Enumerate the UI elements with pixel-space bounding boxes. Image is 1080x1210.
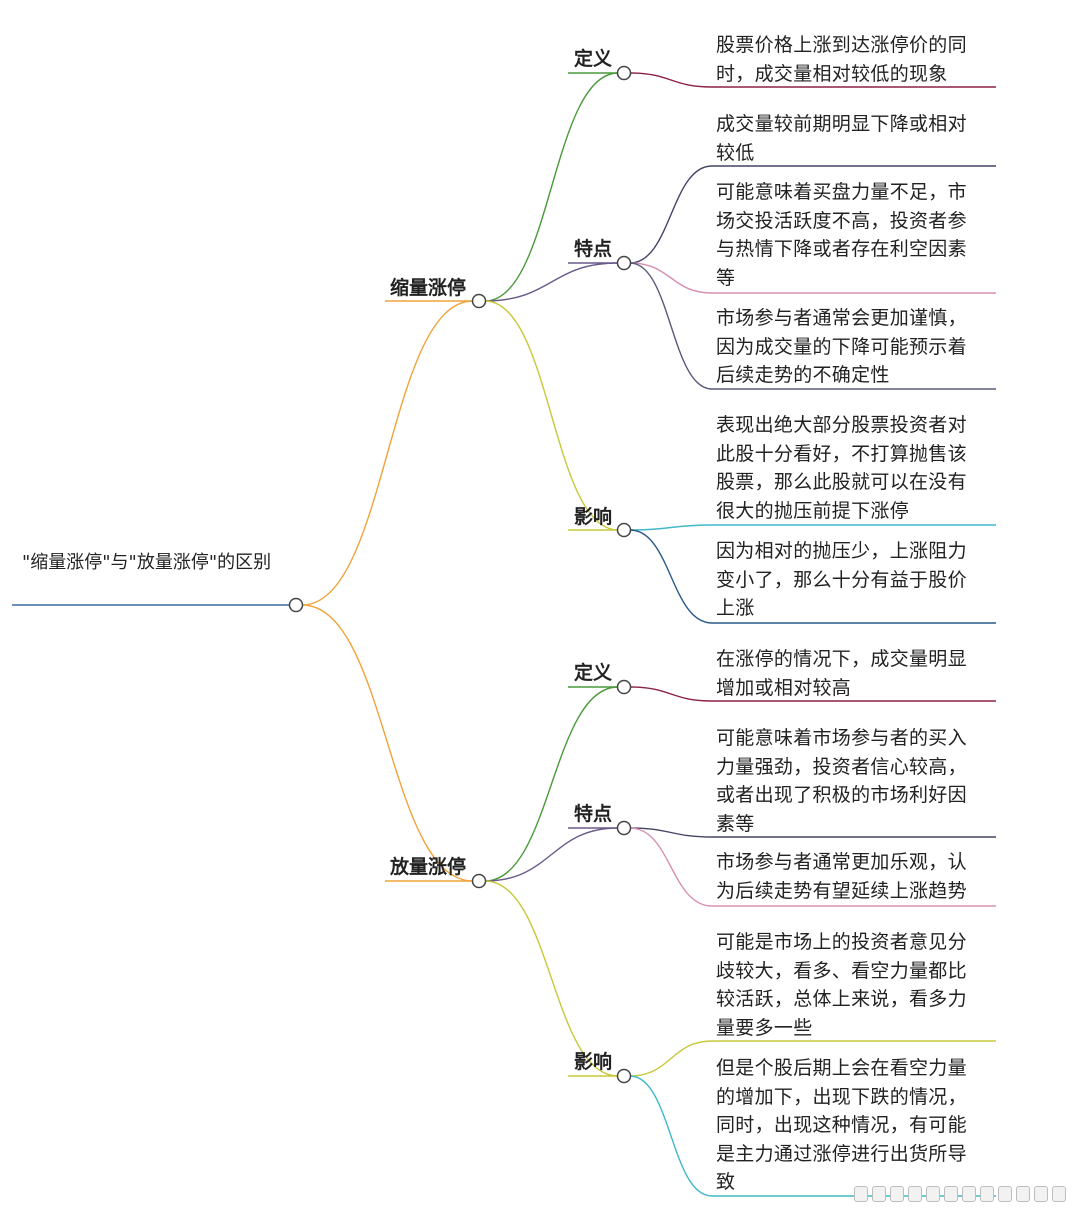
root-node-label: "缩量涨停"与"放量涨停"的区别 xyxy=(22,552,272,573)
group-label-impact-2: 影响 xyxy=(574,1051,613,1073)
root-node-circle[interactable] xyxy=(288,597,304,613)
leaf-connector xyxy=(629,72,713,88)
leaf-connector xyxy=(629,165,713,264)
group-connector xyxy=(484,827,619,882)
group-node-circle[interactable] xyxy=(616,1068,632,1084)
leaf-connector xyxy=(629,262,713,390)
branch-node-circle[interactable] xyxy=(471,873,487,889)
group-node-circle[interactable] xyxy=(616,65,632,81)
leaf-connector xyxy=(629,529,713,624)
leaf-text: 成交量较前期明显下降或相对较低 xyxy=(716,113,967,164)
leaf-text: 可能意味着市场参与者的买入力量强劲，投资者信心较高，或者出现了积极的市场利好因素… xyxy=(716,727,967,835)
group-label-definition-1: 定义 xyxy=(574,48,613,70)
leaf-text: 表现出绝大部分股票投资者对此股十分看好，不打算抛售该股票，那么此股就可以在没有很… xyxy=(716,414,967,522)
group-connector xyxy=(484,300,619,531)
leaf-connector xyxy=(629,524,713,531)
leaf-text: 市场参与者通常会更加谨慎，因为成交量的下降可能预示着后续走势的不确定性 xyxy=(716,307,967,386)
branch-connector xyxy=(301,604,474,882)
group-label-features-1: 特点 xyxy=(574,238,613,260)
group-label-impact-1: 影响 xyxy=(574,506,613,528)
group-label-definition-2: 定义 xyxy=(574,662,613,684)
leaf-text: 可能是市场上的投资者意见分歧较大，看多、看空力量都比较活跃，总体上来说，看多力量… xyxy=(716,931,967,1039)
leaf-text: 在涨停的情况下，成交量明显增加或相对较高 xyxy=(716,648,967,699)
leaf-text: 市场参与者通常更加乐观，认为后续走势有望延续上涨趋势 xyxy=(716,851,967,902)
branch-label-suoliang: 缩量涨停 xyxy=(390,277,467,299)
group-connector xyxy=(484,880,619,1077)
branch-label-fangliang: 放量涨停 xyxy=(390,856,467,878)
group-node-circle[interactable] xyxy=(616,522,632,538)
group-connector xyxy=(484,686,619,882)
group-connector xyxy=(484,72,619,302)
branch-connector xyxy=(301,300,474,606)
leaf-text: 因为相对的抛压少，上涨阻力变小了，那么十分有益于股价上涨 xyxy=(716,540,967,619)
group-connector xyxy=(484,262,619,302)
group-node-circle[interactable] xyxy=(616,255,632,271)
leaf-connector xyxy=(629,262,713,294)
leaf-text: 可能意味着买盘力量不足，市场交投活跃度不高，投资者参与热情下降或者存在利空因素等 xyxy=(716,181,967,289)
leaf-connector xyxy=(629,686,713,702)
branch-node-circle[interactable] xyxy=(471,293,487,309)
leaf-connector xyxy=(629,827,713,907)
group-label-features-2: 特点 xyxy=(574,803,613,825)
leaf-connector xyxy=(629,1040,713,1077)
leaf-text: 但是个股后期上会在看空力量的增加下，出现下跌的情况，同时，出现这种情况，有可能是… xyxy=(716,1057,967,1193)
watermark-logo xyxy=(854,1186,1066,1202)
leaf-connector xyxy=(629,827,713,838)
leaf-text: 股票价格上涨到达涨停价的同时，成交量相对较低的现象 xyxy=(716,34,967,85)
group-node-circle[interactable] xyxy=(616,820,632,836)
leaf-connector xyxy=(629,1075,713,1197)
group-node-circle[interactable] xyxy=(616,679,632,695)
